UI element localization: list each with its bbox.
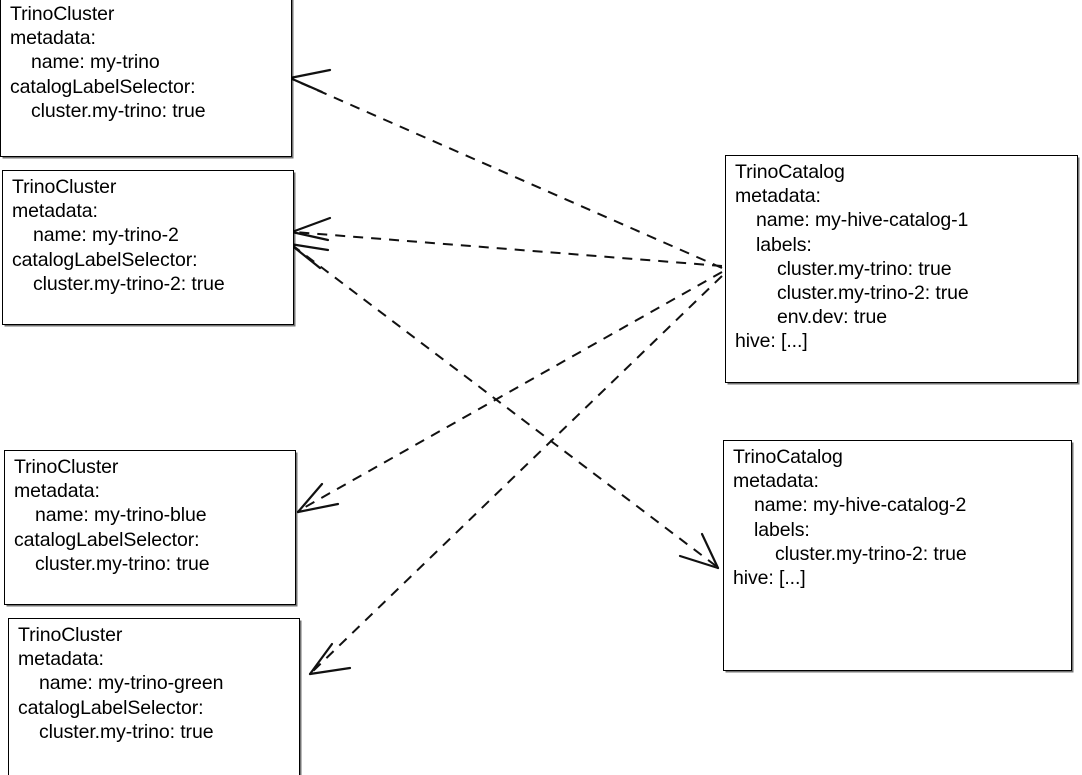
- crd-line: TrinoCatalog: [733, 446, 843, 468]
- crd-line: TrinoCluster: [14, 456, 119, 478]
- crd-line: cluster.my-trino-2: true: [775, 542, 967, 565]
- crd-line: cluster.my-trino: true: [35, 552, 210, 575]
- crd-line: hive: [...]: [735, 330, 808, 353]
- crd-line: TrinoCluster: [18, 624, 123, 646]
- crd-line: metadata:: [18, 648, 104, 671]
- crd-line: TrinoCluster: [10, 3, 115, 25]
- trinocatalog-my-hive-catalog-2[interactable]: TrinoCatalog metadata: name: my-hive-cat…: [723, 440, 1072, 671]
- crd-line: hive: [...]: [733, 567, 806, 590]
- crd-line: name: my-hive-catalog-1: [756, 209, 969, 232]
- edge-catalog1-to-my-trino-blue: [296, 271, 723, 514]
- crd-line: metadata:: [733, 470, 819, 493]
- crd-line: cluster.my-trino-2: true: [777, 282, 969, 305]
- crd-line: metadata:: [12, 200, 98, 223]
- crd-line: name: my-trino-blue: [35, 504, 207, 527]
- crd-line: labels:: [756, 233, 812, 256]
- trinocluster-my-trino-green[interactable]: TrinoCluster metadata: name: my-trino-gr…: [8, 618, 300, 775]
- crd-line: catalogLabelSelector:: [18, 696, 204, 719]
- edge-catalog1-to-my-trino-2: [290, 216, 723, 267]
- trinocatalog-my-hive-catalog-1[interactable]: TrinoCatalog metadata: name: my-hive-cat…: [725, 155, 1078, 383]
- crd-line: catalogLabelSelector:: [12, 248, 198, 271]
- edge-catalog1-to-my-trino-green: [308, 275, 723, 676]
- crd-line: catalogLabelSelector:: [10, 75, 196, 98]
- crd-line: TrinoCatalog: [735, 161, 845, 183]
- trinocluster-my-trino-2[interactable]: TrinoCluster metadata: name: my-trino-2 …: [2, 170, 294, 325]
- crd-line: metadata:: [10, 27, 96, 50]
- edge-catalog2-to-my-trino-2: [288, 242, 720, 570]
- crd-line: cluster.my-trino-2: true: [33, 272, 225, 295]
- crd-line: cluster.my-trino: true: [777, 257, 952, 280]
- crd-line: cluster.my-trino: true: [39, 720, 214, 743]
- edge-catalog1-to-my-trino: [288, 68, 723, 269]
- crd-line: env.dev: true: [777, 306, 887, 329]
- crd-line: name: my-trino: [31, 51, 160, 74]
- crd-line: metadata:: [14, 480, 100, 503]
- trinocluster-my-trino[interactable]: TrinoCluster metadata: name: my-trino ca…: [0, 0, 292, 157]
- crd-line: TrinoCluster: [12, 176, 117, 198]
- crd-line: cluster.my-trino: true: [31, 99, 206, 122]
- trinocluster-my-trino-blue[interactable]: TrinoCluster metadata: name: my-trino-bl…: [4, 450, 296, 605]
- crd-line: name: my-hive-catalog-2: [754, 494, 967, 517]
- crd-line: name: my-trino-green: [39, 672, 224, 695]
- crd-line: labels:: [754, 518, 810, 541]
- crd-line: name: my-trino-2: [33, 224, 179, 247]
- crd-line: metadata:: [735, 185, 821, 208]
- crd-line: catalogLabelSelector:: [14, 528, 200, 551]
